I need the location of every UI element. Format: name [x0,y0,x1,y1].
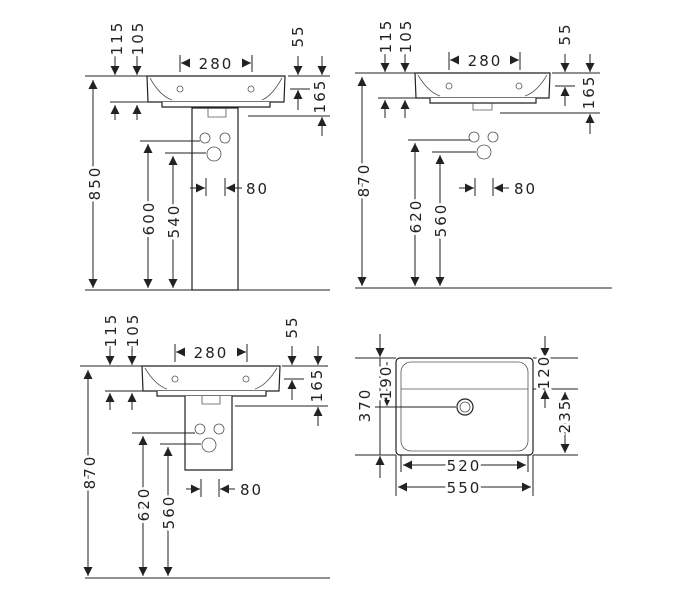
dim-280: 280 [194,344,229,362]
dim-80: 80 [514,180,537,198]
dim-80: 80 [240,481,263,499]
dim-80: 80 [246,180,269,198]
dim-105: 105 [124,313,142,348]
dim-165: 165 [308,368,326,403]
dim-620: 620 [135,487,153,522]
top-view: 370 190 120 235 520 550 [354,334,578,500]
dim-370: 370 [356,388,374,423]
dim-165: 165 [580,75,598,110]
dim-280: 280 [199,55,234,73]
basin [146,75,286,103]
dim-105: 105 [129,21,147,56]
dim-55: 55 [283,315,301,338]
dim-235: 235 [556,399,574,434]
dim-540: 540 [165,204,183,239]
dim-55: 55 [289,24,307,47]
connection-symbols [468,131,499,160]
dim-105: 105 [397,19,415,54]
dim-115: 115 [108,21,126,56]
dim-190: 190 [377,365,395,400]
dim-115: 115 [377,19,395,54]
drain [456,398,474,416]
basin [141,365,281,392]
dim-55: 55 [556,22,574,45]
dim-120: 120 [535,355,553,390]
dim-520: 520 [447,457,482,475]
wall-hung-view: 870 115 105 280 55 165 620 560 80 [353,16,612,289]
dim-280: 280 [468,52,503,70]
dim-870: 870 [81,455,99,490]
connection-symbols [194,423,225,453]
pedestal [191,107,239,291]
dim-620: 620 [407,199,425,234]
dim-550: 550 [447,479,482,497]
dim-560: 560 [160,495,178,530]
dim-600: 600 [140,201,158,236]
semi-pedestal-view: 870 115 105 280 55 165 620 560 80 [79,310,330,579]
dim-850: 850 [86,166,104,201]
dim-560: 560 [432,203,450,238]
connection-symbols [199,132,231,162]
basin [414,72,551,99]
pedestal-view: 850 115 105 280 55 165 600 540 80 [84,18,332,291]
dim-165: 165 [311,79,329,114]
dim-870: 870 [355,163,373,198]
dim-115: 115 [102,313,120,348]
